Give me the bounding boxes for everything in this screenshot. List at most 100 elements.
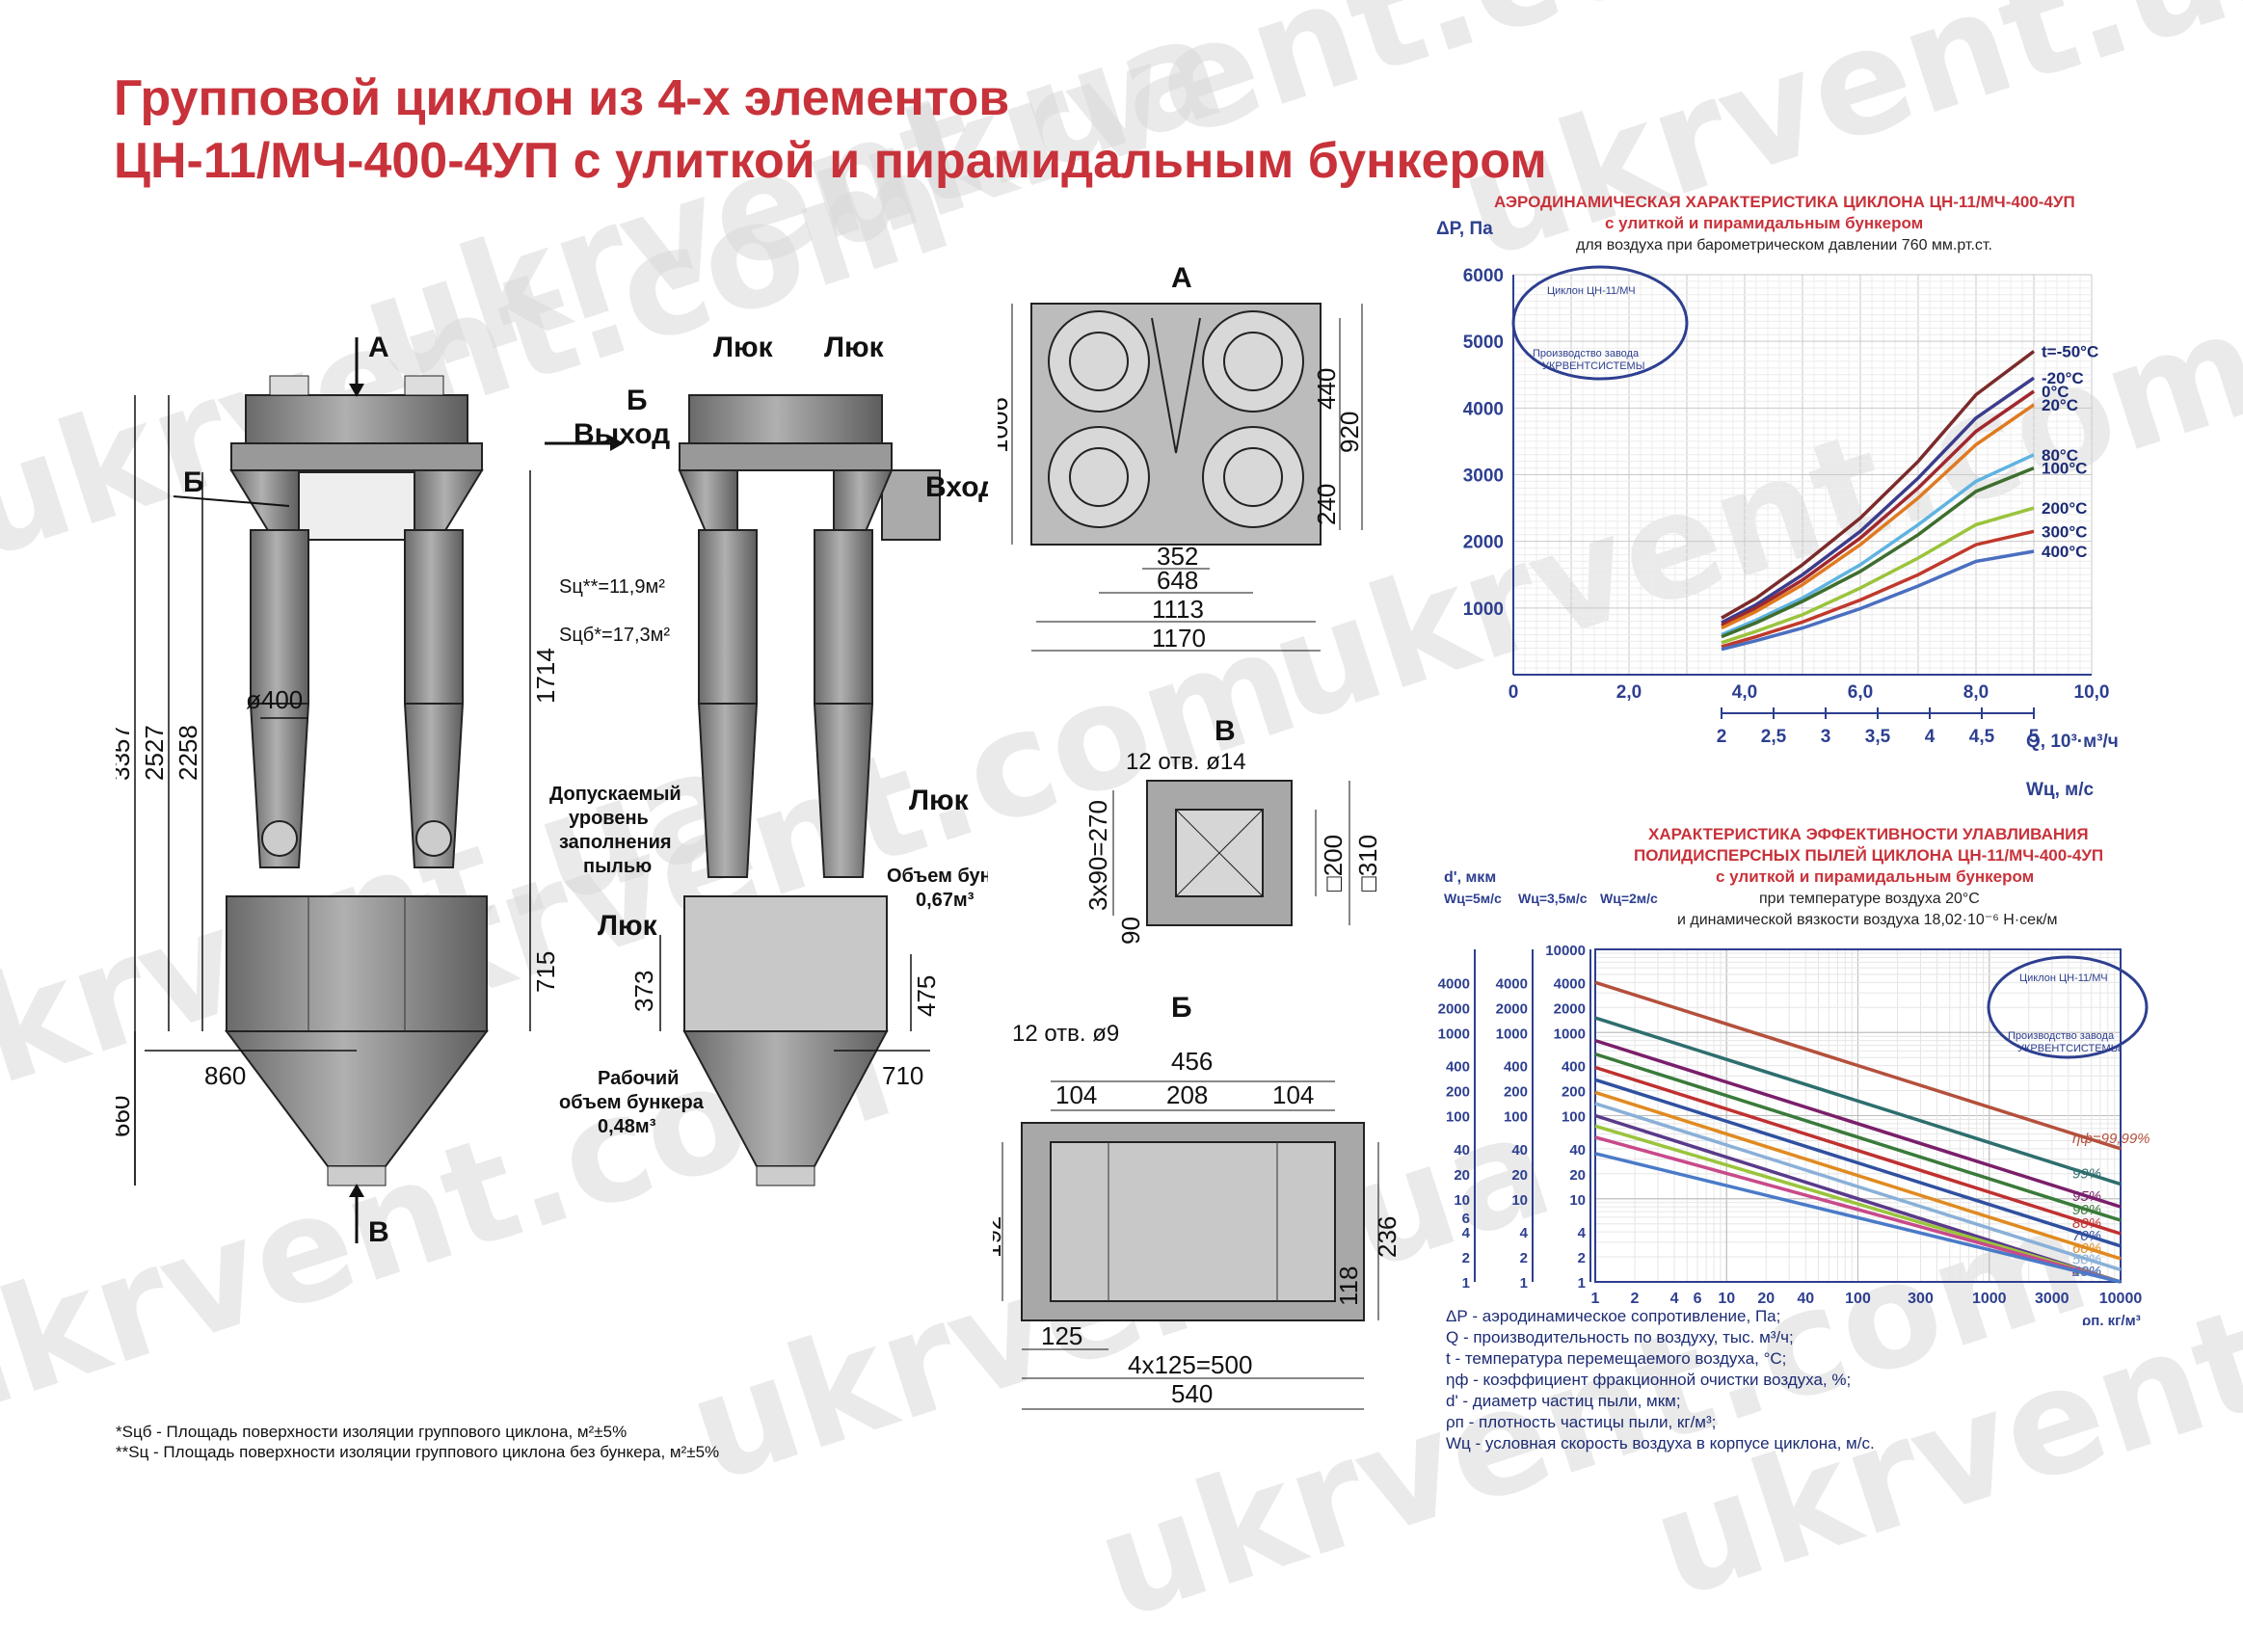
chart1-series-label: 100°С xyxy=(2042,460,2087,478)
chart2-series-label: 99% xyxy=(2072,1166,2101,1183)
chart2-series-line xyxy=(1594,1038,2122,1209)
hatch-label-1: Люк xyxy=(713,332,774,363)
legend-item: Q - производительность по воздуху, тыс. … xyxy=(1446,1328,1794,1346)
dust-level-3: заполнения xyxy=(559,832,672,853)
chart1-series-line xyxy=(1721,403,2035,630)
chart1-y-tick: 3000 xyxy=(1463,466,1504,487)
chart2-xlabel: ρп, кг/м³ xyxy=(2082,1313,2141,1325)
chart2-x-tick: 2 xyxy=(1631,1291,1640,1307)
chart1-series-line xyxy=(1721,350,2036,620)
footnote-1: *Sцб - Площадь поверхности изоляции груп… xyxy=(116,1423,628,1441)
chart1-x2-tick: 2,5 xyxy=(1761,727,1787,747)
inlet-label: Вход xyxy=(925,471,988,503)
chart2-y-tick: 40 xyxy=(1454,1142,1470,1159)
chart1-title3: для воздуха при барометрическом давлении… xyxy=(1576,237,1992,253)
chart2-x-tick: 10000 xyxy=(2099,1291,2143,1307)
chart2-y-tick: 200 xyxy=(1562,1084,1586,1101)
front-view-drawing: А Б В ø400 3357 2527 2258 1714 715 660 8… xyxy=(116,332,560,1248)
chart1-series-label: 400°С xyxy=(2042,543,2087,561)
chart2-y-tick: 1 xyxy=(1520,1275,1528,1292)
area-scb: Sцб*=17,3м² xyxy=(559,625,670,646)
chart1-y-tick: 6000 xyxy=(1463,266,1504,286)
chart2-y-tick: 4000 xyxy=(1554,975,1586,992)
dim-4x125: 4х125=500 xyxy=(1128,1350,1252,1379)
chart2-y-tick: 20 xyxy=(1569,1167,1586,1184)
legend-item: t - температура перемещаемого воздуха, °… xyxy=(1446,1349,1787,1368)
chart2-series-label: 80% xyxy=(2072,1215,2101,1232)
chart2-y-tick: 400 xyxy=(1562,1059,1586,1076)
chart2-series-line xyxy=(1594,1052,2122,1222)
chart1-title1: АЭРОДИНАМИЧЕСКАЯ ХАРАКТЕРИСТИКА ЦИКЛОНА … xyxy=(1494,193,2075,211)
dim-208: 208 xyxy=(1166,1080,1208,1109)
legend: ΔР - аэродинамическое сопротивление, Па;… xyxy=(1446,1306,1875,1454)
top-label-a: А xyxy=(1171,262,1192,294)
chart2-y-tick: 2000 xyxy=(1496,1000,1528,1017)
chart2-series-label: 95% xyxy=(2072,1188,2101,1205)
flange-v-holes: 12 отв. ø14 xyxy=(1126,749,1246,775)
work-vol-3: 0,48м³ xyxy=(598,1116,656,1137)
chart2-stamp-1: Циклон ЦН-11/МЧ xyxy=(2019,973,2108,984)
chart2-series-label: 70% xyxy=(2072,1228,2101,1244)
chart2-y-tick: 1000 xyxy=(1438,1026,1470,1042)
chart2-y-tick: 10 xyxy=(1454,1192,1470,1209)
chart2-series-label: 10% xyxy=(2072,1264,2101,1280)
work-vol-2: объем бункера xyxy=(559,1092,705,1113)
chart2-x-tick: 10 xyxy=(1718,1291,1735,1307)
page-title-line1: Групповой циклон из 4-х элементов xyxy=(114,70,1010,126)
top-view-drawing: А 1006 440 240 920 352 648 1113 1170 xyxy=(998,262,1364,653)
chart2-x-tick: 6 xyxy=(1694,1291,1702,1307)
flange-b-drawing: Б 12 отв. ø9 456 104 208 104 192 236 118… xyxy=(993,993,1398,1410)
chart1-x2-tick: 3 xyxy=(1821,727,1831,747)
chart2-title4: при температуре воздуха 20°С xyxy=(1759,891,1980,907)
chart1-series-label: 200°С xyxy=(2042,499,2087,518)
front-dia: ø400 xyxy=(246,685,303,714)
chart1-ylabel: ΔP, Па xyxy=(1436,219,1493,239)
chart2-series-line xyxy=(1594,1102,2122,1272)
dim-1714: 1714 xyxy=(531,648,560,704)
dim-2527: 2527 xyxy=(140,725,169,781)
dim-648: 648 xyxy=(1157,566,1198,595)
dim-920: 920 xyxy=(1335,412,1364,453)
chart2-series-label: 50% xyxy=(2072,1251,2101,1267)
chart1-stamp-3: УКРВЕНТСИСТЕМЫ xyxy=(1542,360,1644,372)
chart2-y-tick: 40 xyxy=(1569,1142,1586,1159)
chart1-series-line xyxy=(1721,466,2035,639)
dim-3x90: 3х90=270 xyxy=(1083,800,1112,911)
dim-440: 440 xyxy=(1312,368,1341,410)
work-vol-1: Рабочий xyxy=(598,1068,679,1089)
hatch-label-2: Люк xyxy=(824,332,885,363)
front-label-b: Б xyxy=(183,466,204,498)
dim-710: 710 xyxy=(882,1061,923,1090)
chart2-y-tick: 100 xyxy=(1562,1109,1586,1126)
chart1-x-tick: 6,0 xyxy=(1848,682,1873,703)
chart2-y-tick: 10 xyxy=(1511,1192,1528,1209)
dim-1006: 1006 xyxy=(998,397,1013,453)
outlet-label: Выход xyxy=(574,418,670,450)
chart1-series-line xyxy=(1721,529,2035,649)
chart2-y-tick: 4000 xyxy=(1438,975,1470,992)
dim-310: □310 xyxy=(1353,835,1382,892)
dim-104a: 104 xyxy=(1055,1080,1097,1109)
dust-level-4: пылью xyxy=(583,856,652,877)
chart1-x2-tick: 4 xyxy=(1925,727,1936,747)
chart2-series-line xyxy=(1594,1078,2122,1248)
chart1-series-line xyxy=(1721,389,2035,627)
bunker-vol-2: 0,67м³ xyxy=(916,890,975,911)
dim-715: 715 xyxy=(531,951,560,993)
chart1-x-tick: 2,0 xyxy=(1616,682,1642,703)
chart1-series-line xyxy=(1721,376,2035,625)
chart2-y-tick: 10 xyxy=(1569,1192,1586,1209)
dim-3357: 3357 xyxy=(116,725,135,781)
chart1-y-tick: 1000 xyxy=(1463,600,1504,620)
page-title-line2: ЦН-11/МЧ-400-4УП с улиткой и пирамидальн… xyxy=(114,133,1547,189)
chart2-y-tick: 200 xyxy=(1504,1084,1528,1101)
dim-540: 540 xyxy=(1171,1379,1213,1408)
chart2-y-tick: 1 xyxy=(1578,1275,1586,1292)
dim-2258: 2258 xyxy=(174,725,202,781)
chart2-y-tick: 2 xyxy=(1462,1250,1470,1266)
chart1-x2label: Wц, м/с xyxy=(2026,780,2095,800)
dim-125: 125 xyxy=(1041,1321,1082,1350)
dim-240: 240 xyxy=(1312,484,1341,525)
chart2-title2: ПОЛИДИСПЕРСНЫХ ПЫЛЕЙ ЦИКЛОНА ЦН-11/МЧ-40… xyxy=(1634,846,2103,865)
flange-b-holes: 12 отв. ø9 xyxy=(1012,1021,1119,1047)
